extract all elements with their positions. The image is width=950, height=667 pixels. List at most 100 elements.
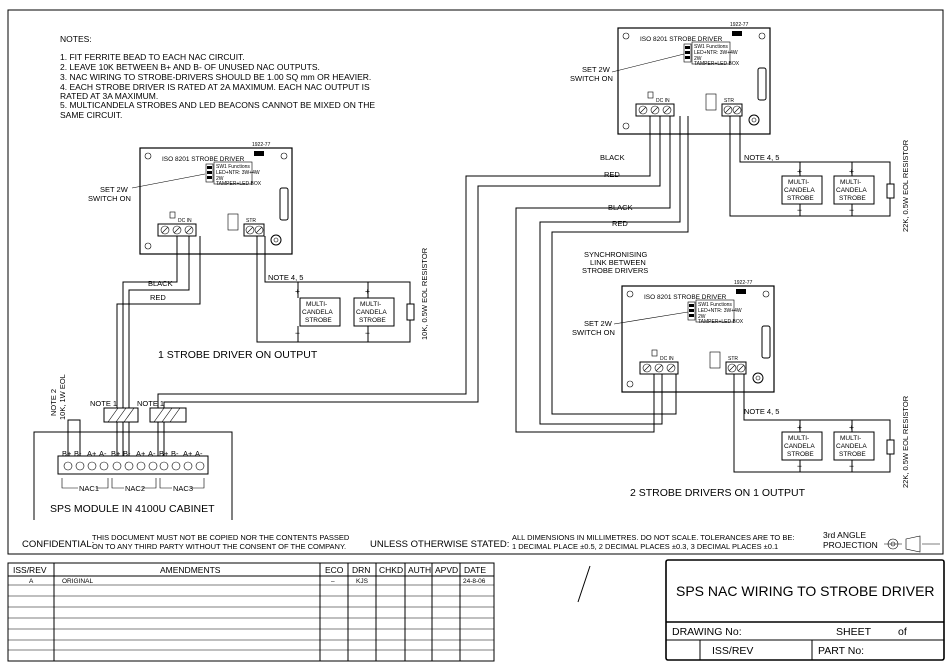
table-cell: – — [331, 578, 335, 585]
terminal-label: A- — [99, 449, 107, 458]
strobe-3b: MULTI- CANDELA STROBE — [833, 431, 875, 461]
eol-label-22k: 22K, 0.5W EOL RESISTOR — [901, 395, 910, 488]
terminal-label: A- — [148, 449, 156, 458]
terminal-screws — [63, 461, 205, 471]
note-2-text: 10K, 1W EOL — [58, 374, 67, 420]
column-header: ECO — [325, 565, 344, 575]
sheet-of-label: of — [898, 626, 907, 638]
svg-text:−: − — [797, 205, 802, 215]
confidential-text: THIS DOCUMENT MUST NOT BE COPIED NOR THE… — [92, 533, 350, 542]
separator-stroke — [577, 565, 591, 603]
note-line-3: 3. NAC WIRING TO STROBE-DRIVERS SHOULD B… — [60, 72, 371, 82]
tolerance-text: 1 DECIMAL PLACE ±0.5, 2 DECIMAL PLACES ±… — [512, 542, 778, 551]
strobe-label: MULTI- — [360, 301, 381, 308]
table-cell: KJS — [356, 578, 369, 585]
set-switch-label: SWITCH ON — [88, 194, 131, 203]
sheet-label: SHEET — [836, 626, 872, 638]
board-part-no: 1922-77 — [252, 142, 271, 148]
note-line-4: 4. EACH STROBE DRIVER IS RATED AT 2A MAX… — [60, 82, 370, 92]
board-label: ISO 8201 STROBE DRIVER — [644, 294, 727, 301]
note-line-6: 5. MULTICANDELA STROBES AND LED BEACONS … — [60, 100, 375, 110]
terminal-label: B- — [123, 449, 131, 458]
sw-function-line: 2W — [216, 176, 224, 182]
nac-label: NAC2 — [125, 484, 145, 493]
strobe-label: MULTI- — [840, 179, 861, 186]
str-label: STR — [246, 218, 256, 224]
nac-label: NAC3 — [173, 484, 193, 493]
strobe-label: MULTI- — [788, 179, 809, 186]
sw-function-line: LED+NTR: 3W+4W — [694, 50, 738, 56]
eol-resistors: 10K, 0.5W EOL RESISTOR 22K, 0.5W EOL RES… — [406, 139, 910, 488]
strobe-3a: MULTI- CANDELA STROBE — [781, 431, 823, 461]
sync-link-label: SYNCHRONISING — [584, 250, 648, 259]
sw-function-line: 2W — [698, 314, 706, 320]
terminal-label: B+ — [111, 449, 121, 458]
note-4-5-label: NOTE 4, 5 — [744, 153, 779, 162]
strobe-driver-3: ISO 8201 STROBE DRIVER 1922-77 SW1 Funct… — [621, 280, 775, 393]
polarity-marks: ++ −− ++ −− ++ −− — [295, 166, 854, 471]
sw-function-line: 2W — [694, 56, 702, 62]
set-switch-label: SWITCH ON — [570, 74, 613, 83]
strobe-label: CANDELA — [836, 187, 867, 194]
ferrite-bead — [149, 407, 187, 423]
board-part-no: 1922-77 — [734, 280, 753, 286]
sw-function-line: LED+NTR: 3W+4W — [698, 308, 742, 314]
strobe-2b: MULTI- CANDELA STROBE — [833, 175, 875, 205]
set-switch-label: SWITCH ON — [572, 328, 615, 337]
strobe-driver-2: ISO 8201 STROBE DRIVER 1922-77 SW1 Funct… — [617, 22, 771, 135]
tolerance-text: ALL DIMENSIONS IN MILLIMETRES. DO NOT SC… — [512, 533, 794, 542]
sw-function-line: TAMPER+LED BOX — [216, 181, 262, 187]
strobe-label: CANDELA — [302, 309, 333, 316]
wire-labels: BLACK RED BLACK RED BLACK RED SYNCHRONIS… — [148, 153, 648, 302]
caption-single-driver: 1 STROBE DRIVER ON OUTPUT — [158, 349, 318, 361]
terminal-label: B+ — [62, 449, 72, 458]
unless-stated-label: UNLESS OTHERWISE STATED: — [370, 539, 509, 550]
caption-two-drivers: 2 STROBE DRIVERS ON 1 OUTPUT — [630, 487, 806, 499]
table-cell: A — [29, 578, 34, 585]
svg-text:−: − — [295, 328, 300, 338]
eol-resistor — [886, 439, 895, 455]
strobe-label: STROBE — [839, 451, 866, 458]
wire-label-black: BLACK — [608, 203, 633, 212]
strobe-label: STROBE — [787, 195, 814, 202]
svg-text:+: + — [797, 422, 802, 432]
sw-functions-title: SW1 Functions — [698, 302, 732, 308]
iss-rev-label: ISS/REV — [712, 645, 753, 657]
svg-text:+: + — [849, 422, 854, 432]
notes-block: NOTES: 1. FIT FERRITE BEAD TO EACH NAC C… — [60, 34, 375, 120]
column-header: CHKD — [379, 565, 403, 575]
dc-in-label: DC IN — [656, 98, 670, 104]
ferrite-beads: NOTE 1 NOTE 1 — [90, 399, 187, 423]
title-block: SPS NAC WIRING TO STROBE DRIVER DRAWING … — [665, 559, 945, 661]
notes-title: NOTES: — [60, 34, 92, 44]
sw-function-line: TAMPER+LED BOX — [698, 319, 744, 325]
note-2-text: NOTE 2 — [49, 389, 58, 416]
svg-text:−: − — [797, 461, 802, 471]
wire-label-red: RED — [150, 293, 166, 302]
column-header: APVD — [435, 565, 458, 575]
wire-label-black: BLACK — [148, 279, 173, 288]
dc-in-label: DC IN — [178, 218, 192, 224]
wire-label-red: RED — [612, 219, 628, 228]
svg-text:+: + — [295, 286, 300, 296]
note-line-2: 2. LEAVE 10K BETWEEN B+ AND B- OF UNUSED… — [60, 62, 320, 72]
set-switch-label: SET 2W — [584, 319, 613, 328]
svg-text:−: − — [365, 328, 370, 338]
strobe-driver-1: ISO 8201 STROBE DRIVER 1922-77 SW1 Funct… — [139, 142, 293, 255]
wire-label-black: BLACK — [600, 153, 625, 162]
strobe-label: CANDELA — [784, 187, 815, 194]
dc-in-label: DC IN — [660, 356, 674, 362]
sps-module: B+ B- A+ A- B+ B- A+ A- B+ B- A+ A- NAC1… — [33, 431, 233, 520]
drawing-title: SPS NAC WIRING TO STROBE DRIVER — [676, 583, 935, 599]
str-label: STR — [728, 356, 738, 362]
part-no-label: PART No: — [818, 645, 864, 657]
note-1-label: NOTE 1 — [90, 399, 117, 408]
strobe-label: MULTI- — [306, 301, 327, 308]
strobe-1a: MULTI- CANDELA STROBE — [299, 297, 341, 327]
svg-text:−: − — [849, 461, 854, 471]
drawing-border — [7, 9, 944, 555]
svg-text:+: + — [365, 286, 370, 296]
sw-functions-title: SW1 Functions — [694, 44, 728, 50]
eol-label-22k: 22K, 0.5W EOL RESISTOR — [901, 139, 910, 232]
strobe-label: CANDELA — [836, 443, 867, 450]
